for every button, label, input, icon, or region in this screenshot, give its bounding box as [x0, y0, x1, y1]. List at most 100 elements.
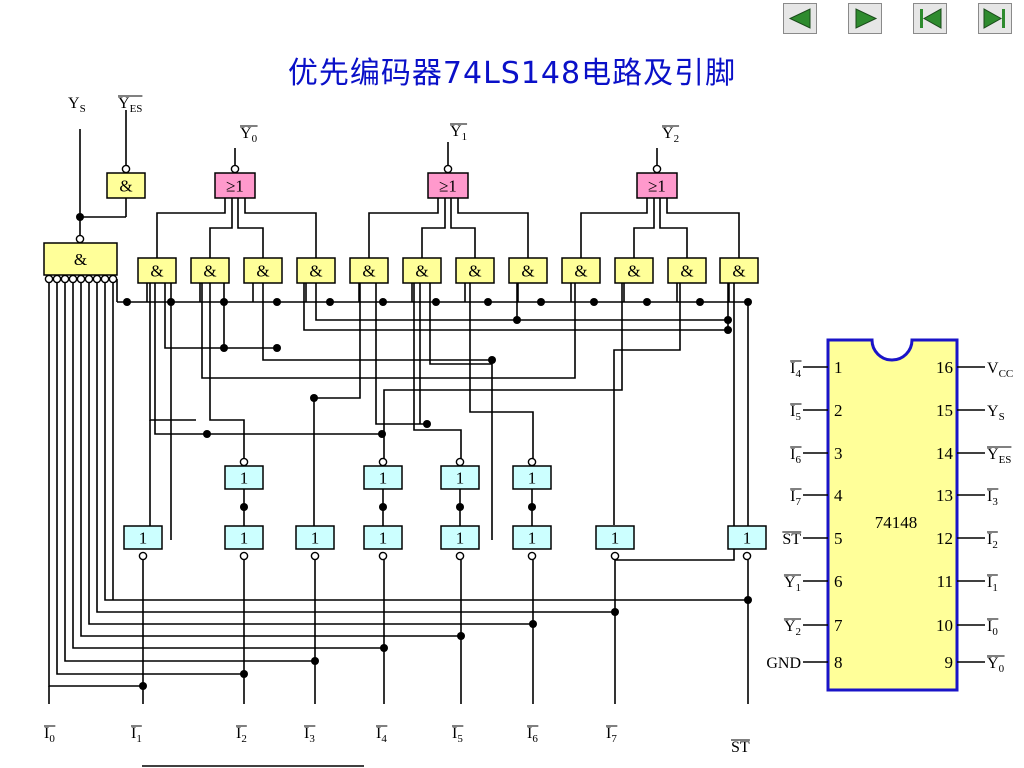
wire: [154, 283, 207, 435]
wire: [244, 198, 317, 258]
chip-pin-number: 10: [936, 616, 953, 635]
gate-symbol: ≥1: [226, 177, 244, 196]
wire: [457, 198, 529, 258]
wire: [88, 283, 533, 625]
inversion-bubble: [378, 457, 388, 467]
and-gate-9: &: [561, 257, 601, 284]
svg-text:I4: I4: [376, 725, 387, 745]
inversion-bubble: [121, 164, 131, 174]
svg-text:I5: I5: [452, 725, 463, 745]
svg-text:Y2: Y2: [662, 125, 679, 145]
inversion-bubble: [108, 274, 118, 284]
input-label-i1: I1: [131, 725, 142, 745]
gate-symbol: &: [119, 177, 132, 196]
chip-pin-number: 3: [834, 444, 843, 463]
gate-symbol: 1: [311, 529, 320, 548]
chip-pin-number: 9: [945, 653, 954, 672]
chip-pin-number: 15: [936, 401, 953, 420]
inversion-bubble: [68, 274, 78, 284]
chip-pin-label-right-14: YES: [987, 446, 1012, 466]
svg-text:I7: I7: [606, 725, 617, 745]
last-slide-button[interactable]: [978, 3, 1012, 34]
y1-or-gate: ≥1: [427, 172, 469, 199]
not-i4-upper: 1: [363, 465, 403, 490]
wire: [580, 198, 648, 258]
input-not-gate-5: 1: [440, 525, 480, 550]
chip-pin-number: 12: [936, 529, 953, 548]
svg-text:Y2: Y2: [784, 618, 801, 638]
junction-dot: [488, 356, 496, 364]
wire: [383, 283, 623, 460]
yes-output-label: YES: [118, 95, 143, 115]
svg-text:YES: YES: [987, 446, 1011, 466]
inversion-bubble: [443, 164, 453, 174]
not-i2-upper: 1: [224, 465, 264, 490]
svg-text:I1: I1: [987, 574, 998, 594]
chip-pin-number: 8: [834, 653, 843, 672]
chip-pin-label-right-16: VCC: [987, 360, 1013, 380]
first-slide-button[interactable]: [913, 3, 947, 34]
and-gate-6: &: [402, 257, 442, 284]
and-gate-8: &: [508, 257, 548, 284]
junction-dot: [273, 298, 281, 306]
not-i5-upper: 1: [440, 465, 480, 490]
wire: [469, 283, 534, 460]
y0-output-label: Y0: [240, 125, 258, 145]
not-i6-upper: 1: [512, 465, 552, 490]
y1-output-label: Y1: [450, 123, 468, 143]
gate-symbol: 1: [379, 529, 388, 548]
and-gate-7: &: [455, 257, 495, 284]
inversion-bubble: [742, 551, 752, 561]
gate-symbol: &: [627, 262, 640, 281]
junction-dot: [423, 420, 431, 428]
chip-pin-number: 5: [834, 529, 843, 548]
wire: [666, 198, 740, 258]
prev-slide-button[interactable]: [783, 3, 817, 34]
input-label-i4: I4: [376, 725, 388, 745]
input-label-i7: I7: [606, 725, 618, 745]
wire: [237, 198, 264, 258]
inversion-bubble: [652, 164, 662, 174]
and-gate-4: &: [296, 257, 336, 284]
and-gate-2: &: [190, 257, 230, 284]
input-label-i6: I6: [527, 725, 539, 745]
inversion-bubble: [378, 551, 388, 561]
wire: [64, 283, 315, 662]
wire: [209, 198, 233, 258]
svg-text:I0: I0: [987, 618, 998, 638]
wire: [262, 283, 492, 361]
triangle-right-icon: [855, 8, 878, 29]
inversion-bubble: [239, 457, 249, 467]
junction-dot: [326, 298, 334, 306]
wire: [313, 283, 361, 540]
input-label-i3: I3: [304, 725, 316, 745]
chip-pin-label-left-7: Y2: [783, 618, 801, 638]
input-label-i2: I2: [236, 725, 247, 745]
inversion-bubble: [75, 234, 85, 244]
wire: [72, 283, 384, 649]
and-gate-10: &: [614, 257, 654, 284]
gate-symbol: &: [468, 262, 481, 281]
chip-pin-number: 16: [936, 358, 953, 377]
inversion-bubble: [84, 274, 94, 284]
wire: [615, 283, 735, 561]
gate-symbol: &: [74, 250, 87, 269]
svg-text:I5: I5: [790, 403, 801, 423]
inversion-bubble: [230, 164, 240, 174]
chip-pin-number: 11: [937, 572, 953, 591]
chip-pin-label-left-5: ST: [782, 531, 802, 548]
junction-dot: [590, 298, 598, 306]
gate-symbol: &: [309, 262, 322, 281]
next-slide-button[interactable]: [848, 3, 882, 34]
wire: [303, 283, 729, 331]
chip-pin-label-right-10: I0: [987, 618, 999, 638]
chip-pin-label-left-2: I5: [790, 403, 802, 423]
chip-pin-label-left-8: GND: [766, 655, 801, 672]
input-label-st: ST: [731, 739, 750, 756]
gate-symbol: &: [521, 262, 534, 281]
chip-pin-label-right-15: YS: [987, 403, 1005, 423]
gate-symbol: &: [732, 262, 745, 281]
svg-text:I3: I3: [304, 725, 315, 745]
junction-dot: [484, 298, 492, 306]
gate-symbol: 1: [139, 529, 148, 548]
